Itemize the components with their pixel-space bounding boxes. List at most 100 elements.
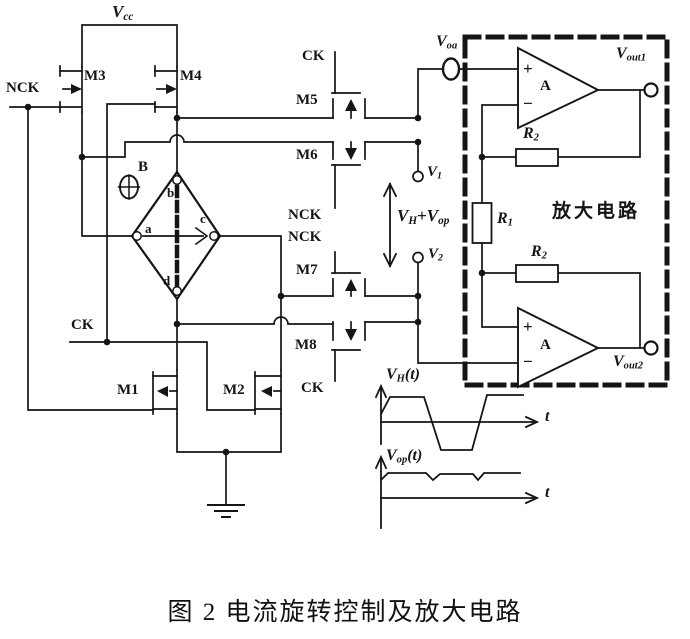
amplifier-boundary-box xyxy=(462,34,670,388)
label-node-a: a xyxy=(145,221,152,236)
opamp-top-triangle xyxy=(517,46,601,130)
hall-plate-bridge xyxy=(130,170,222,301)
transistor-m1 xyxy=(152,369,178,415)
label-node-c: c xyxy=(200,211,206,226)
label-m4: M4 xyxy=(180,68,202,84)
opamp-bottom-triangle xyxy=(517,306,601,389)
label-v1: V1 xyxy=(427,165,442,181)
label-vout2-sub: out2 xyxy=(623,360,644,372)
label-amplifier-box: 放大电路 xyxy=(552,201,641,222)
label-vcc-base: V xyxy=(112,2,124,21)
label-vout1-sub: out1 xyxy=(626,52,647,64)
label-v2-base: V xyxy=(428,246,439,262)
junction-dots xyxy=(24,103,486,456)
label-node-d: d xyxy=(163,273,171,288)
vop-waveform-plot xyxy=(374,454,540,529)
transistor-m7 xyxy=(331,251,366,297)
label-wave-vop-base: V xyxy=(386,447,397,464)
label-nck-top: NCK xyxy=(6,80,40,96)
magnetic-field-icon xyxy=(117,174,141,200)
label-vh-sub: H xyxy=(408,214,418,227)
label-plus-sign: + xyxy=(417,206,427,225)
label-t-axis-vh: t xyxy=(545,409,549,425)
label-wave-vh: VH(t) xyxy=(386,367,420,385)
label-voa-base: V xyxy=(436,33,447,50)
label-m3: M3 xyxy=(84,68,106,84)
transistor-m2 xyxy=(254,369,282,415)
power-and-clock-wires xyxy=(9,24,256,411)
label-wave-vh-base: V xyxy=(386,366,397,383)
label-r2-bottom-sub: 2 xyxy=(541,250,547,262)
transistor-m6 xyxy=(331,141,366,209)
terminals xyxy=(412,57,659,356)
label-voa-sub: oa xyxy=(446,40,458,52)
opamp-bottom-plus-sign: + xyxy=(523,317,533,336)
label-nck-mid-lower: NCK xyxy=(288,229,322,245)
resistor-r2-top xyxy=(515,148,559,167)
terminal-vout2 xyxy=(643,340,659,356)
label-vcc: Vcc xyxy=(112,3,133,23)
transistor-m8 xyxy=(331,321,366,382)
opamp-bottom-gain: A xyxy=(540,337,551,353)
opamp-top-gain: A xyxy=(540,78,551,94)
terminal-voa xyxy=(441,57,461,81)
label-vcc-sub: cc xyxy=(123,10,134,23)
label-r2-top: R2 xyxy=(523,126,539,144)
label-v2: V2 xyxy=(428,247,443,263)
label-r1-base: R xyxy=(497,210,508,227)
opamp-bottom-minus-sign: − xyxy=(523,352,533,371)
vh-waveform-plot xyxy=(374,383,540,451)
label-t-vh: t xyxy=(545,408,550,425)
resistor-r1 xyxy=(471,202,493,244)
ground-symbol xyxy=(176,413,282,518)
transistor-m4 xyxy=(154,65,178,113)
label-m1: M1 xyxy=(117,382,139,398)
label-r2-top-sub: 2 xyxy=(533,132,539,144)
label-wave-vh-sub: H xyxy=(396,373,405,385)
terminal-v1 xyxy=(412,170,424,183)
label-vop-sub: op xyxy=(438,214,450,227)
label-wave-vh-args: (t) xyxy=(404,366,420,383)
label-r2-bottom: R2 xyxy=(531,244,547,262)
label-r2-bottom-base: R xyxy=(531,243,542,260)
label-ck-top: CK xyxy=(302,48,325,64)
label-v2-sub: 2 xyxy=(438,252,443,264)
label-field-b: B xyxy=(138,159,149,175)
label-vh-plus-vop: VH+Vop xyxy=(397,207,449,227)
label-r1: R1 xyxy=(497,211,513,229)
amplifier-wires xyxy=(481,89,646,349)
label-ck-left: CK xyxy=(71,317,94,333)
label-voa: Voa xyxy=(436,34,457,52)
label-vout2-base: V xyxy=(613,353,624,370)
label-wave-vop: Vop(t) xyxy=(386,448,422,466)
label-vout1: Vout1 xyxy=(616,46,646,64)
label-vop-base: V xyxy=(426,206,439,225)
opamp-top-minus-sign: − xyxy=(523,94,533,113)
bridge-wires xyxy=(81,111,334,371)
terminal-vout1 xyxy=(643,82,659,98)
transistor-m3 xyxy=(59,65,83,113)
transistor-m5 xyxy=(331,51,366,119)
label-wave-vop-args: (t) xyxy=(407,447,423,464)
label-vout1-base: V xyxy=(616,45,627,62)
figure-caption: 图 2 电流旋转控制及放大电路 xyxy=(167,599,523,626)
label-r1-sub: 1 xyxy=(507,217,513,229)
label-t-vop: t xyxy=(545,484,550,501)
label-r2-top-base: R xyxy=(523,125,534,142)
label-v1-sub: 1 xyxy=(437,170,442,182)
label-node-b: b xyxy=(167,185,175,200)
label-vh-base: V xyxy=(397,206,409,225)
label-m7: M7 xyxy=(296,262,318,278)
vh-vop-range-arrow xyxy=(382,181,398,269)
label-m5: M5 xyxy=(296,92,318,108)
label-t-axis-vop: t xyxy=(545,485,549,501)
label-wave-vop-sub: op xyxy=(396,454,408,466)
opamp-top-plus-sign: + xyxy=(523,59,533,78)
label-m2: M2 xyxy=(223,382,245,398)
label-m8: M8 xyxy=(295,337,317,353)
label-ck-mid-bottom: CK xyxy=(301,380,324,396)
label-m6: M6 xyxy=(296,147,318,163)
resistor-r2-bottom xyxy=(515,264,559,283)
